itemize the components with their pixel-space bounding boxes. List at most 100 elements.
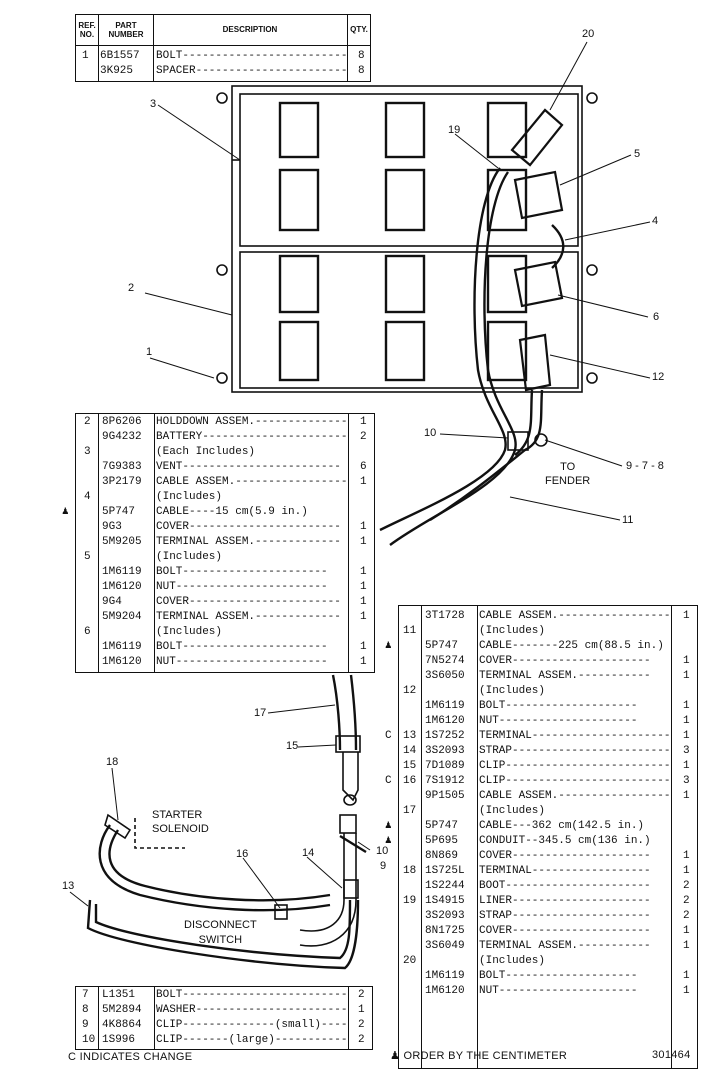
quantity: 1 <box>683 760 690 772</box>
part-number: 3T1728 <box>425 610 465 622</box>
part-number: 5P747 <box>425 820 459 832</box>
callout-2: 2 <box>128 282 135 294</box>
table-row: 6 (Includes) <box>76 625 374 640</box>
description: CABLE ASSEM.------------------- <box>156 476 346 488</box>
description: BOOT---------------------- <box>479 880 651 892</box>
ref-no: 4 <box>84 491 91 503</box>
part-number: 7N5274 <box>425 655 465 667</box>
part-number: 7D1089 <box>425 760 465 772</box>
description: (Includes) <box>156 491 223 503</box>
quantity: 1 <box>683 985 690 997</box>
quantity: 1 <box>683 610 690 622</box>
quantity: 1 <box>360 641 367 653</box>
table-row: 1M6119 BOLT----------------------1 <box>76 565 374 580</box>
table-row: 3K925 SPACER-----------------------------… <box>76 64 370 79</box>
table-row: 1M6120 NUT-----------------------1 <box>76 580 374 595</box>
table-row: 1M6120 NUT---------------------1 <box>399 714 697 729</box>
table-row: 15 7D1089 CLIP------------------------- 1 <box>399 759 697 774</box>
description: NUT--------------------- <box>479 715 638 727</box>
quantity: 3 <box>683 745 690 757</box>
terminal-cover-6 <box>513 260 564 308</box>
callout-16: 16 <box>236 848 249 860</box>
ref-marker: C <box>385 730 392 742</box>
table-row: 12 (Includes) <box>399 684 697 699</box>
part-number: 3S6050 <box>425 670 465 682</box>
quantity: 1 <box>360 581 367 593</box>
table-row: 7G9383 VENT------------------------6 <box>76 460 374 475</box>
ref-no: 15 <box>403 760 417 772</box>
description: CABLE---362 cm(142.5 in.) <box>479 820 645 832</box>
ref-no: 19 <box>403 895 417 907</box>
part-number: 1M6120 <box>102 656 142 668</box>
part-number: 1S2244 <box>425 880 465 892</box>
ref-no: 8 <box>82 1004 89 1016</box>
table-row: 3T1728 CABLE ASSEM.----------------- 1 <box>399 609 697 624</box>
table-row: 5 (Includes) <box>76 550 374 565</box>
part-number: L1351 <box>102 989 136 1001</box>
description: CABLE ASSEM.----------------- <box>479 610 669 622</box>
part-number: 5P695 <box>425 835 459 847</box>
description: CONDUIT--345.5 cm(136 in.) <box>479 835 651 847</box>
callout-4: 4 <box>652 215 659 227</box>
ref-no-header: REF. NO. <box>78 21 96 39</box>
callout-9-7-8: 9 - 7 - 8 <box>626 460 664 472</box>
quantity: 2 <box>683 895 690 907</box>
table-row: 16B1557BOLT-----------------------------… <box>76 49 370 64</box>
description: VENT------------------------ <box>156 461 341 473</box>
ref-marker: ♟ <box>385 640 392 652</box>
table-row: 5M9204 TERMINAL ASSEM.-------------1 <box>76 610 374 625</box>
table-row: 1M6119 BOLT--------------------1 <box>399 969 697 984</box>
clip-15 <box>335 735 361 753</box>
ref-no: 12 <box>403 685 417 697</box>
description: CLIP------------------------- <box>479 760 669 772</box>
part-number: 3S6049 <box>425 940 465 952</box>
ref-marker: ♟ <box>385 835 392 847</box>
description: TERMINAL ASSEM.------------- <box>156 611 341 623</box>
ref-no: 17 <box>403 805 417 817</box>
battery-tray <box>231 85 583 393</box>
part-number: 7S1912 <box>425 775 465 787</box>
table-row: 9G3 COVER-----------------------1 <box>76 520 374 535</box>
callout-12: 12 <box>652 371 665 383</box>
ref-marker: ♟ <box>385 820 392 832</box>
quantity: 2 <box>358 1034 365 1046</box>
part-number: 9G4 <box>102 596 122 608</box>
table-row: 1M6120 NUT---------------------1 <box>399 984 697 999</box>
callout-9-lower: 9 <box>380 860 387 872</box>
part-number: 1S725L <box>425 865 465 877</box>
description: BOLT-------------------- <box>479 970 638 982</box>
ref-no: 14 <box>403 745 417 757</box>
description: BATTERY------------------------ <box>156 431 346 443</box>
part-number: 1M6119 <box>425 970 465 982</box>
part-number: 5M9204 <box>102 611 142 623</box>
part-number: 5M9205 <box>102 536 142 548</box>
table-row: 3S6050 TERMINAL ASSEM.-----------1 <box>399 669 697 684</box>
ref-marker: ♟ <box>62 506 69 518</box>
description: NUT----------------------- <box>156 581 328 593</box>
qty-header: QTY. <box>350 25 368 34</box>
description: COVER--------------------- <box>479 925 651 937</box>
callout-20: 20 <box>582 28 595 40</box>
quantity: 2 <box>683 910 690 922</box>
callout-10: 10 <box>424 427 437 439</box>
quantity: 2 <box>358 1019 365 1031</box>
part-number: 8N869 <box>425 850 459 862</box>
description: TERMINAL------------------ <box>479 865 651 877</box>
part-number: 3K925 <box>100 65 134 77</box>
description: (Includes) <box>156 551 223 563</box>
quantity: 1 <box>683 850 690 862</box>
quantity: 1 <box>683 790 690 802</box>
callout-5: 5 <box>634 148 641 160</box>
quantity: 1 <box>360 536 367 548</box>
table-row: ♟ 5P747 CABLE---362 cm(142.5 in.) <box>385 819 697 834</box>
description: NUT----------------------- <box>156 656 328 668</box>
part-number: 4K8864 <box>102 1019 142 1031</box>
part-number: 8P6206 <box>102 416 142 428</box>
description: TERMINAL--------------------- <box>479 730 669 742</box>
description: SPACER---------------------------------- <box>156 65 346 77</box>
part-number: 5P747 <box>425 640 459 652</box>
